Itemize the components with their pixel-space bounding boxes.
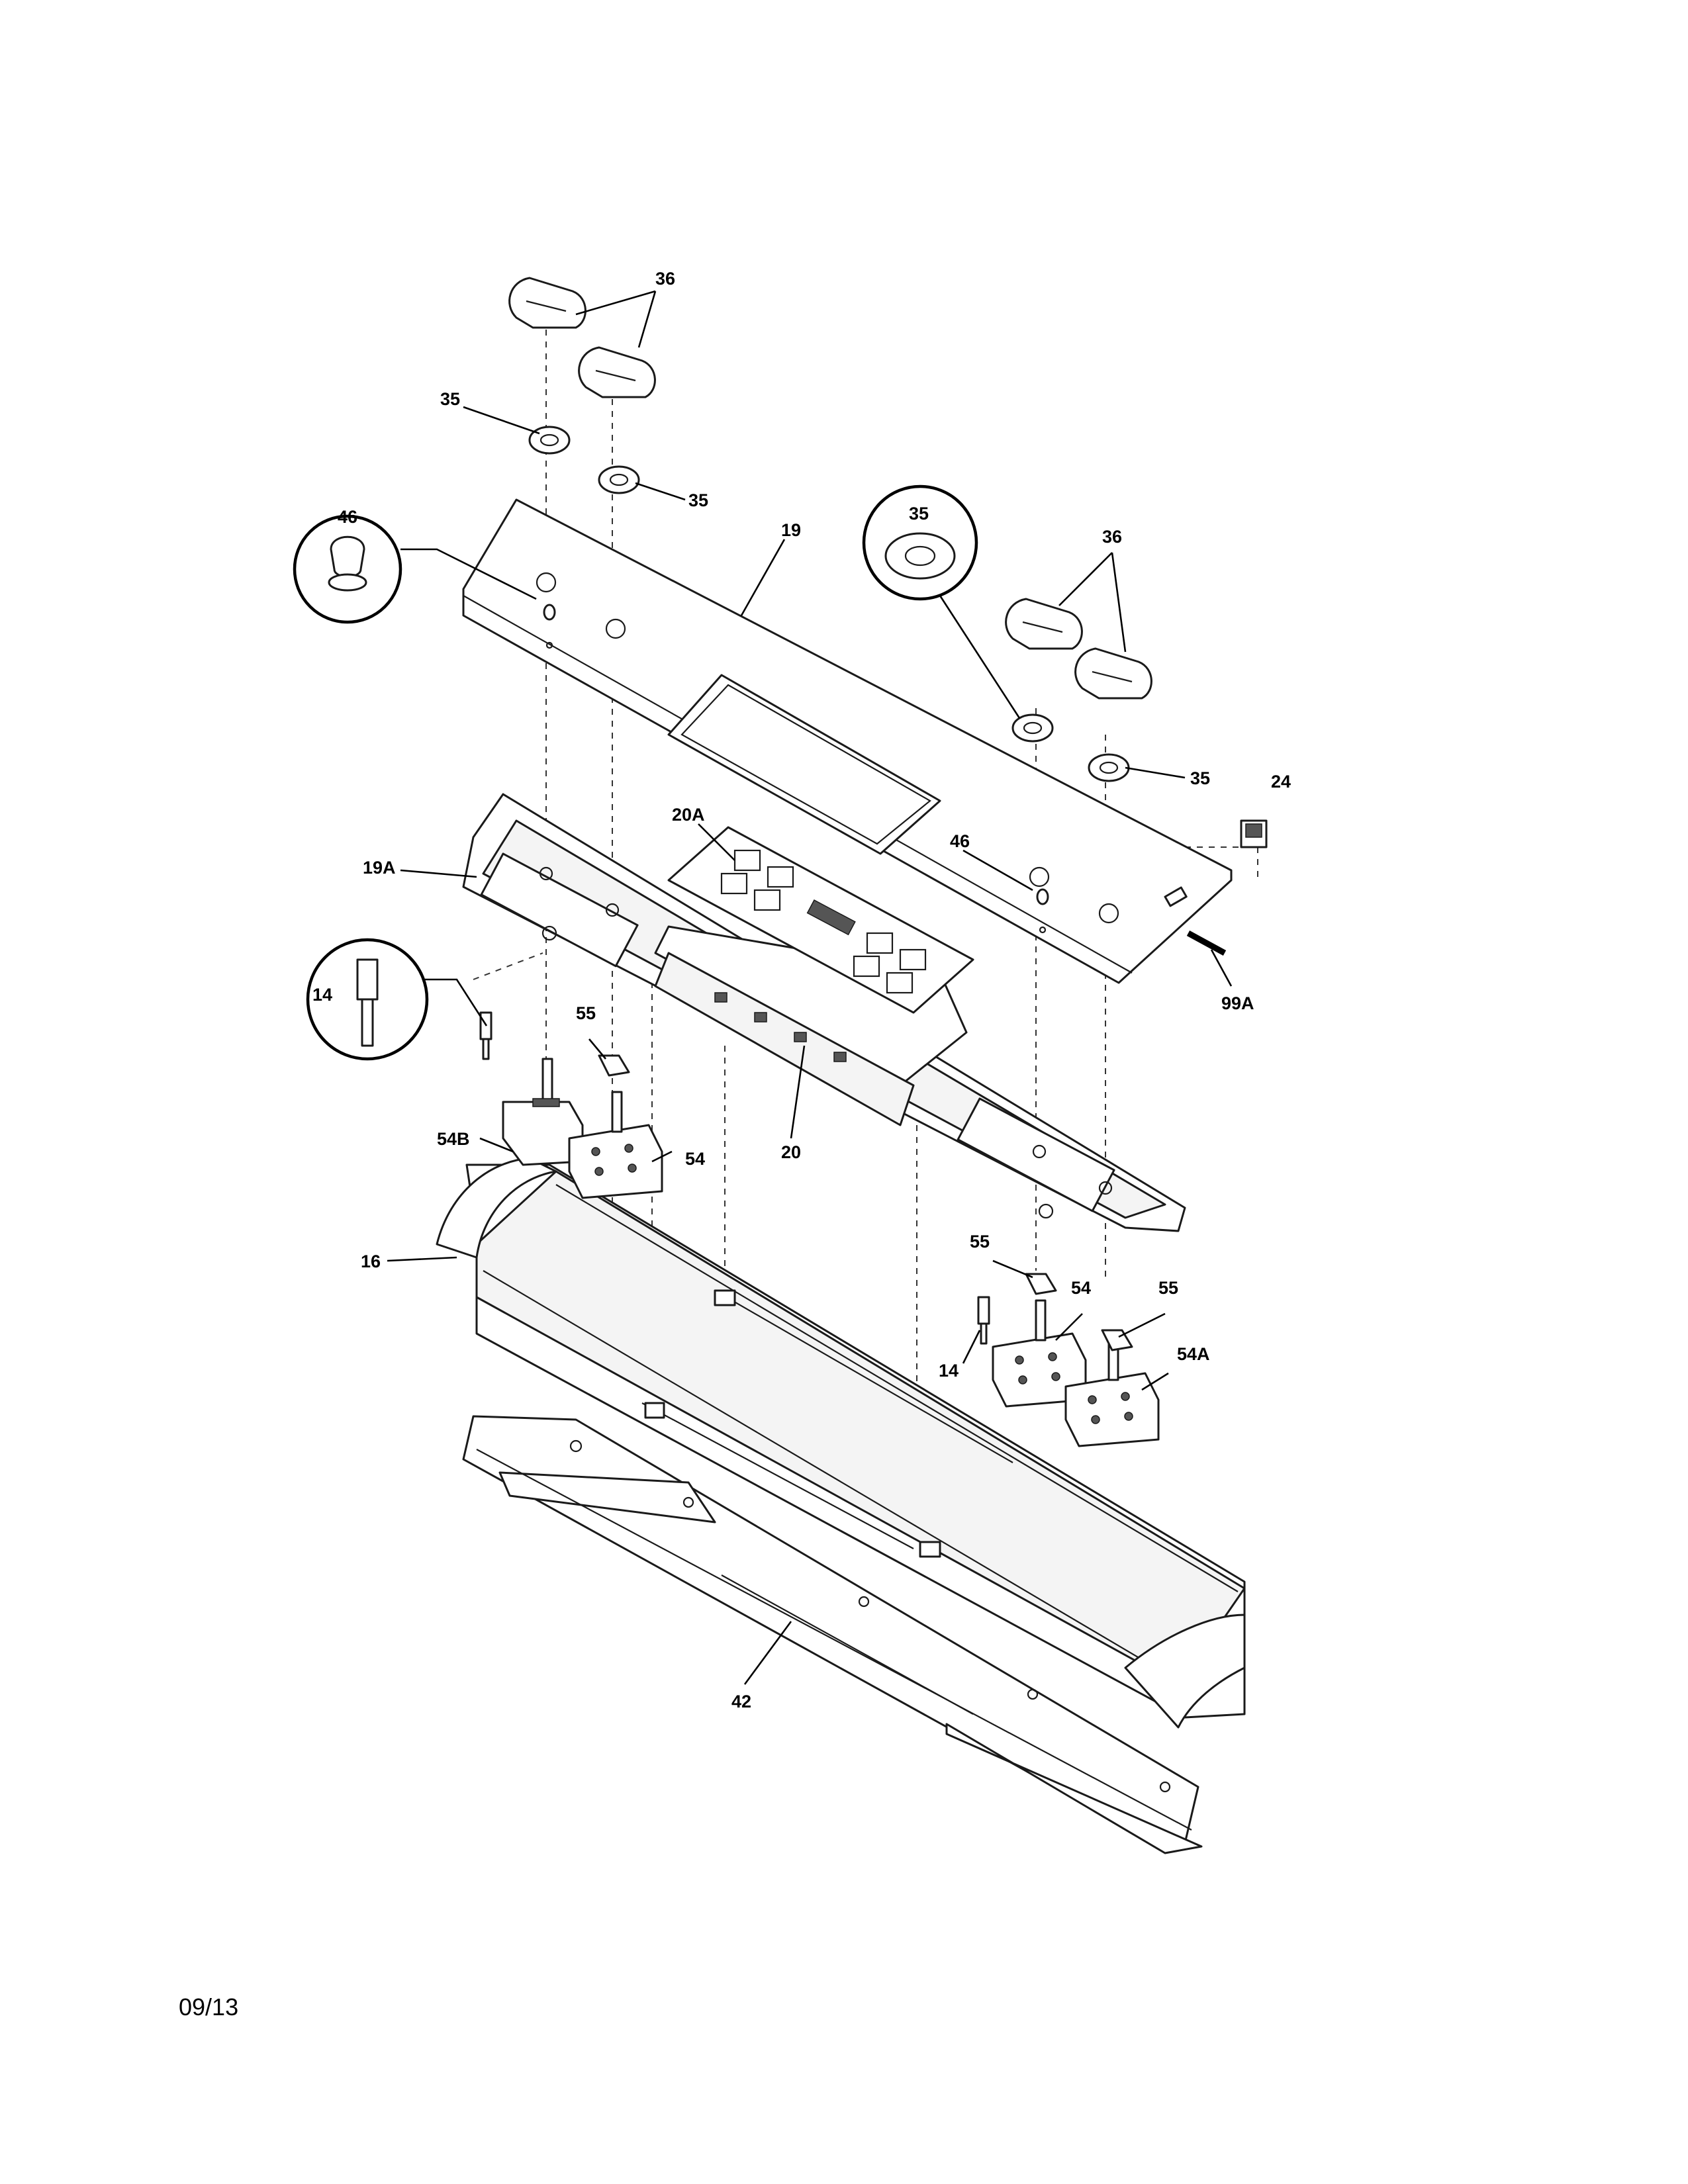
label-55-b: 55 <box>970 1232 990 1251</box>
indicator-46-left <box>543 604 556 649</box>
clip-55-a <box>598 1054 630 1077</box>
label-36-right: 36 <box>1102 527 1122 547</box>
label-42: 42 <box>731 1692 751 1711</box>
label-20a: 20A <box>672 805 705 825</box>
label-35-callout: 35 <box>909 504 929 523</box>
label-54a: 54A <box>1177 1344 1210 1364</box>
label-24: 24 <box>1271 772 1291 792</box>
label-35-d: 35 <box>1190 768 1210 788</box>
knob-36-left-a <box>508 277 586 329</box>
label-54-right: 54 <box>1071 1278 1091 1298</box>
label-35-a: 35 <box>440 389 460 409</box>
label-46-right: 46 <box>950 831 970 851</box>
label-54-left: 54 <box>685 1149 705 1169</box>
bezel-35-c <box>1011 713 1054 743</box>
label-36-left: 36 <box>655 269 675 289</box>
part-labels: 36 35 35 46 19 35 36 35 24 20A 46 19A 14… <box>312 269 1291 1711</box>
rocker-switch-24 <box>1240 819 1268 848</box>
rear-bracket-42 <box>462 1415 1203 1854</box>
bezel-35-a <box>528 426 571 455</box>
callout-35 <box>862 484 1021 719</box>
label-54b: 54B <box>437 1129 470 1149</box>
callout-46 <box>293 514 537 624</box>
label-19a: 19A <box>363 858 396 878</box>
bezel-35-b <box>598 465 640 494</box>
touch-pad-20a <box>667 826 974 1014</box>
label-20: 20 <box>781 1142 801 1162</box>
leader-lines <box>387 290 1233 1685</box>
clip-55-c <box>1101 1329 1133 1351</box>
control-housing-16 <box>436 1157 1246 1729</box>
label-16: 16 <box>361 1251 381 1271</box>
knob-36-left-b <box>578 346 656 398</box>
label-19: 19 <box>781 520 801 540</box>
bezel-35-d <box>1088 753 1130 782</box>
clip-55-b <box>1025 1273 1057 1295</box>
label-99a: 99A <box>1221 993 1254 1013</box>
label-55-c: 55 <box>1158 1278 1178 1298</box>
knob-36-right-a <box>1005 598 1083 650</box>
label-14-right: 14 <box>939 1361 959 1381</box>
label-55-a: 55 <box>576 1003 596 1023</box>
switch-54-left <box>568 1091 663 1199</box>
label-35-b: 35 <box>688 490 708 510</box>
knob-36-right-b <box>1074 647 1152 700</box>
switch-54-right <box>992 1299 1087 1408</box>
indicator-46-right <box>1036 888 1049 934</box>
label-46-callout: 46 <box>338 507 357 527</box>
label-14-callout: 14 <box>312 985 332 1005</box>
indicator-light-14-right <box>977 1296 990 1345</box>
callout-14 <box>306 938 488 1061</box>
date-code: 09/13 <box>179 1993 238 2021</box>
control-panel-19 <box>462 498 1233 984</box>
switch-54b <box>502 1058 584 1166</box>
